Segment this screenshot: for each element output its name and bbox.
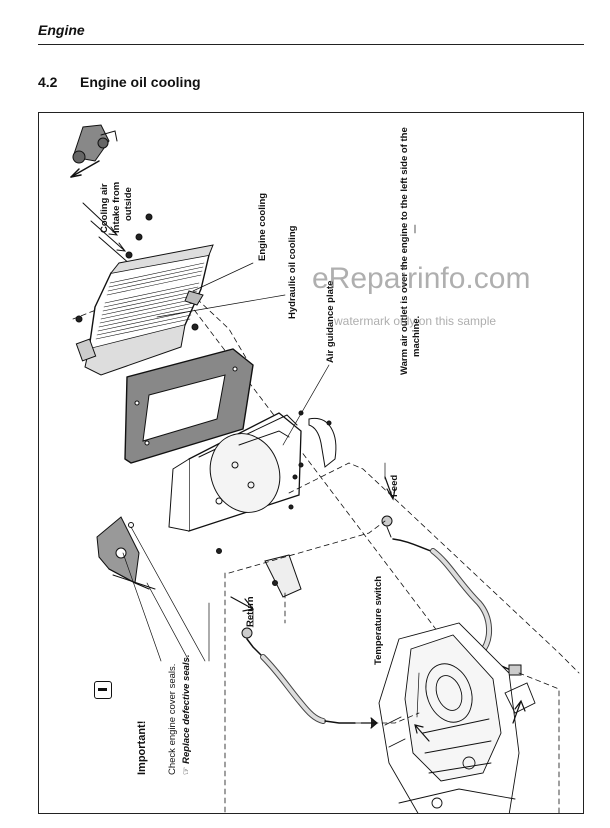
label-hydraulic-oil-cooling: Hydraulic oil cooling (287, 225, 298, 319)
label-feed: Feed (389, 474, 400, 497)
watermark-main: eRepairinfo.com (312, 262, 531, 295)
exploded-diagram-drawing (70, 124, 580, 813)
important-title: Important! (136, 720, 148, 775)
important-line2: ☞ Replace defective seals. (181, 654, 192, 775)
watermark-note: watermark only on this sample (334, 314, 497, 328)
important-line1: Check engine cover seals. (167, 663, 178, 775)
label-cooling-air: Cooling air (99, 183, 110, 233)
label-warm-air-line1: Warm air outlet is over the engine to th… (399, 127, 410, 375)
important-info-icon (94, 681, 112, 699)
label-engine-cooling: Engine cooling (257, 192, 268, 261)
header-rule (38, 44, 584, 45)
label-outside: outside (123, 187, 134, 221)
section-number: 4.2 (38, 74, 58, 90)
label-temperature-switch: Temperature switch (373, 575, 384, 665)
machine-orientation-icon (70, 124, 118, 178)
section-title: Engine oil cooling (80, 74, 201, 90)
label-intake-from: intake from (111, 181, 122, 233)
exploded-diagram-figure: Cooling air intake from outside Engine c… (38, 112, 584, 814)
label-return: Return (245, 596, 256, 627)
header-title: Engine (38, 22, 85, 38)
